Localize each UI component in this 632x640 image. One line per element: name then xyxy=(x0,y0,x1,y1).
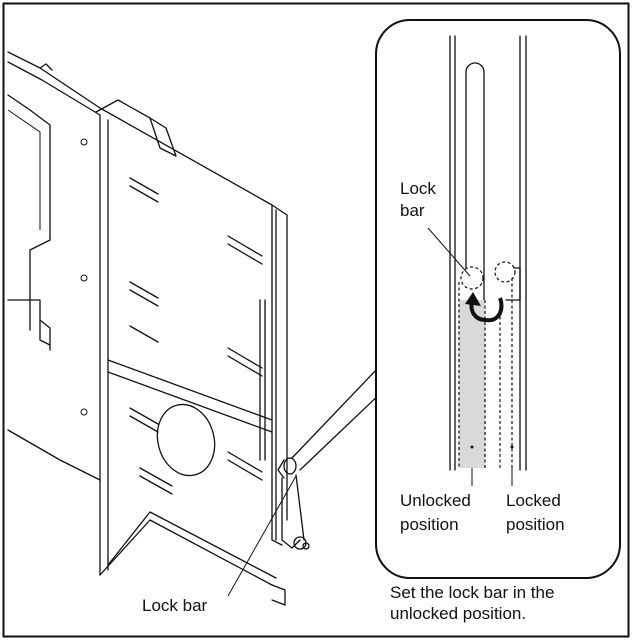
locked-label-line1: Locked xyxy=(506,491,561,510)
unlocked-label-line1: Unlocked xyxy=(400,491,471,510)
detail-bubble xyxy=(375,19,621,579)
bracket-panel xyxy=(7,51,310,606)
caption-line2: unlocked position. xyxy=(390,604,526,623)
lock-bar-detail-label-line2: bar xyxy=(400,201,425,220)
zoom-line xyxy=(291,367,379,459)
lock-bar-main-label: Lock bar xyxy=(142,596,208,615)
lock-bar-leader xyxy=(227,475,297,597)
lock-bar-detail-label-line1: Lock xyxy=(400,179,436,198)
caption-line1: Set the lock bar in the xyxy=(390,583,554,602)
unlocked-label-line2: position xyxy=(400,515,459,534)
locked-label-line2: position xyxy=(506,515,565,534)
zoom-line xyxy=(299,389,385,471)
